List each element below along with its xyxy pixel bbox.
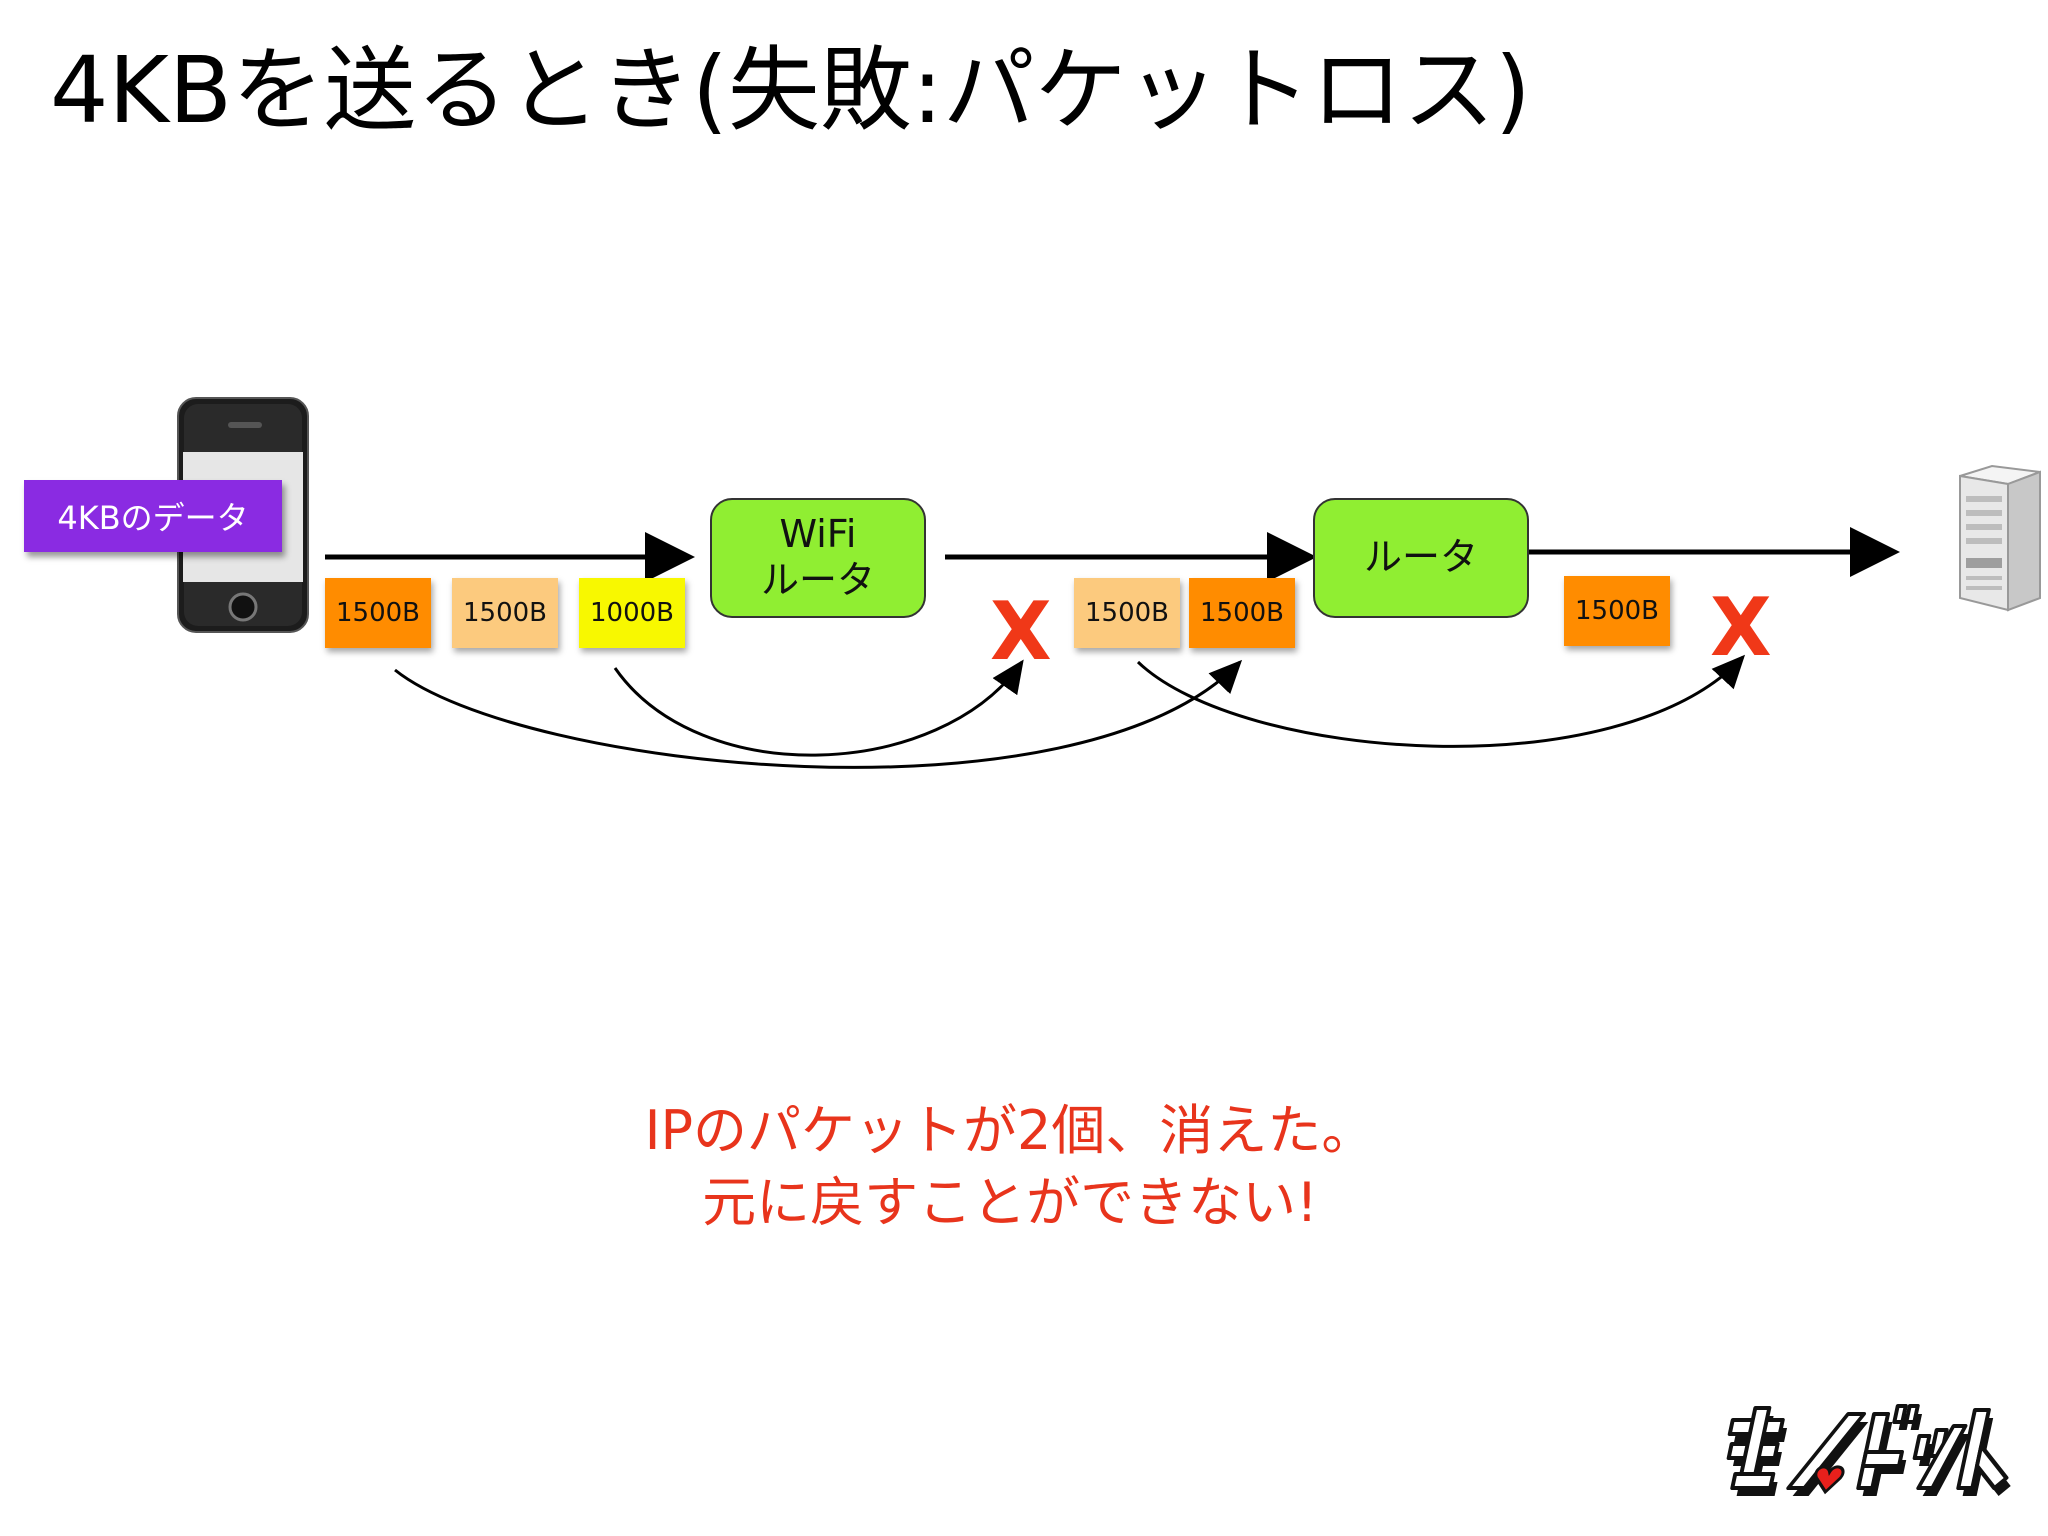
packet-mid-2: 1500B [1189, 578, 1295, 648]
data-label: 4KBのデータ [24, 480, 282, 552]
monobit-logo [1725, 1400, 2015, 1514]
packet-sent-2: 1500B [452, 578, 558, 648]
curve-third-packet-lost [613, 659, 1024, 757]
curve-first-packet [394, 659, 1243, 769]
curve-second-packet-lost [1136, 654, 1746, 748]
slide-title: 4KBを送るとき(失敗:パケットロス) [50, 37, 1531, 144]
packet-mid-1: 1500B [1074, 578, 1180, 648]
packet-last-1: 1500B [1564, 576, 1670, 646]
server-icon [1959, 464, 2041, 612]
packet-sent-1: 1500B [325, 578, 431, 648]
wifi-router-line1: WiFi [779, 512, 857, 557]
packet-sent-3: 1000B [579, 578, 685, 648]
wifi-router: WiFi ルータ [710, 498, 926, 618]
wifi-router-line2: ルータ [760, 558, 875, 602]
router: ルータ [1313, 498, 1529, 618]
loss-message: IPのパケットが2個、消えた。 元に戻すことができない! [644, 1099, 1376, 1234]
loss-mark-2: X [1710, 581, 1772, 674]
loss-mark-1: X [990, 585, 1052, 678]
